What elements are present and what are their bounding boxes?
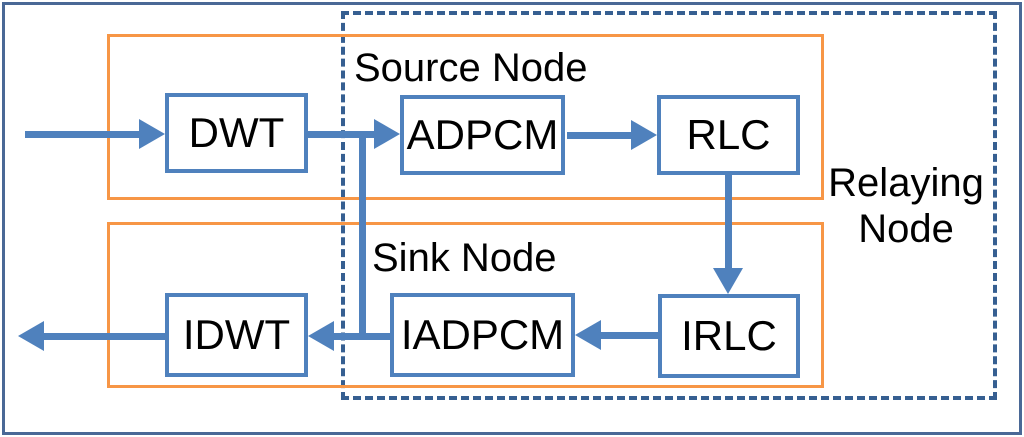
- dwt-to-idwt-tap-line: [359, 131, 366, 340]
- irlc-block: IRLC: [658, 294, 800, 378]
- arrowhead-irlc-to-iadpcm: [575, 320, 601, 350]
- source-node-label: Source Node: [354, 46, 588, 90]
- sink-node-group-box: [107, 222, 824, 388]
- relaying-node-boundary: [341, 11, 997, 400]
- arrow-adpcm-to-rlc: [567, 132, 635, 139]
- rlc-block-label: RLC: [686, 111, 771, 158]
- arrowhead-dwt-to-adpcm: [374, 119, 400, 149]
- arrowhead-rlc-to-irlc: [713, 268, 743, 294]
- idwt-block: IDWT: [165, 293, 308, 377]
- iadpcm-block-label: IADPCM: [400, 311, 565, 358]
- source-node-group-box: [107, 34, 824, 200]
- irlc-block-label: IRLC: [681, 312, 777, 359]
- arrowhead-input-to-dwt: [139, 119, 165, 149]
- arrow-dwt-to-adpcm: [308, 131, 376, 138]
- arrow-irlc-to-iadpcm: [599, 332, 658, 339]
- iadpcm-block: IADPCM: [390, 293, 575, 377]
- arrow-iadpcm-to-idwt: [332, 333, 390, 340]
- arrowhead-idwt-to-output: [18, 321, 44, 351]
- arrowhead-adpcm-to-rlc: [631, 120, 657, 150]
- dwt-block-label: DWT: [188, 109, 285, 156]
- adpcm-block-label: ADPCM: [406, 111, 559, 158]
- idwt-block-label: IDWT: [182, 311, 291, 358]
- arrowhead-iadpcm-to-idwt: [308, 321, 334, 351]
- arrow-rlc-to-irlc: [725, 175, 732, 272]
- adpcm-block: ADPCM: [400, 95, 565, 175]
- relaying-node-label: Relaying Node: [828, 161, 984, 251]
- arrow-input-to-dwt: [25, 131, 141, 138]
- sink-node-label: Sink Node: [372, 236, 557, 280]
- dwt-block: DWT: [165, 93, 308, 173]
- rlc-block: RLC: [657, 95, 800, 175]
- arrow-idwt-to-output: [44, 333, 165, 340]
